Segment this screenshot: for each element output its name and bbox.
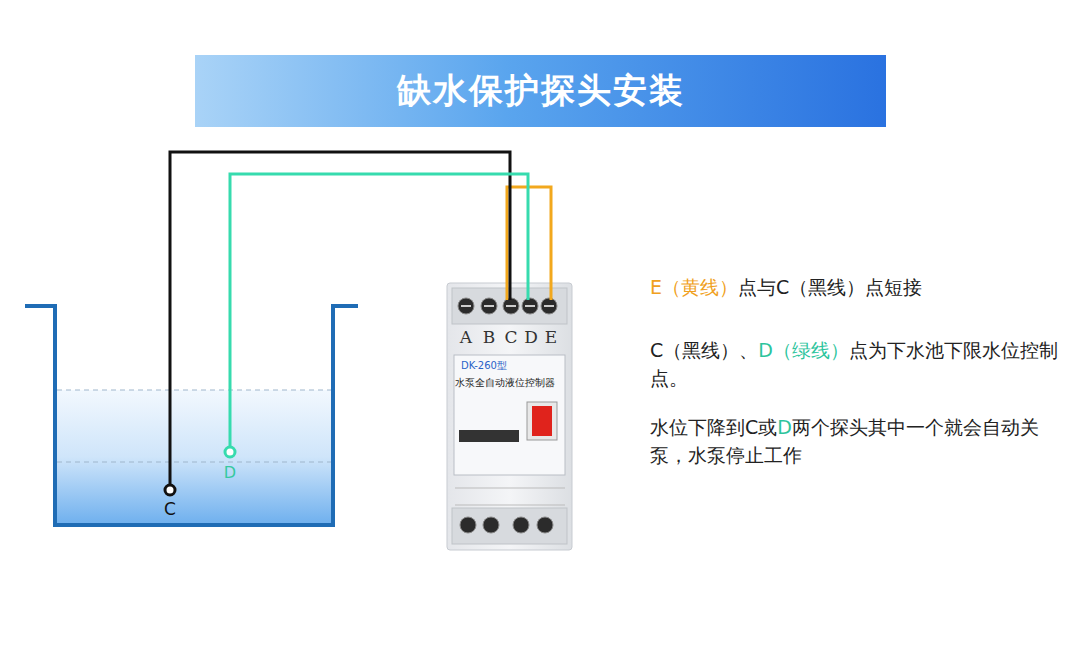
note-text: D — [777, 416, 792, 438]
terminal-letter: C — [504, 327, 517, 347]
terminal-letter: E — [545, 327, 557, 347]
terminal-letter: A — [460, 327, 472, 347]
note-text: 点与C（黑线）点短接 — [738, 276, 922, 298]
note-text: D（绿线） — [758, 339, 849, 361]
note-text: 水位下降到C或 — [650, 416, 777, 438]
note-text: C（黑线）、 — [650, 339, 758, 361]
probe-label: C — [164, 499, 176, 519]
note-paragraph: 水位下降到C或D两个探头其中一个就会自动关泵，水泵停止工作 — [650, 413, 1060, 469]
note-paragraph: C（黑线）、D（绿线）点为下水池下限水位控制点。 — [650, 336, 1060, 392]
title-text: 缺水保护探头安装 — [397, 68, 685, 114]
note-text: E（黄线） — [650, 276, 738, 298]
probe-label: D — [224, 463, 236, 482]
terminal-letter: B — [483, 327, 496, 347]
device-name: 水泵全自动液位控制器 — [455, 376, 555, 390]
title-banner: 缺水保护探头安装 — [195, 55, 886, 127]
model-name: DK-260型 — [461, 359, 507, 373]
terminal-letter: D — [524, 327, 538, 347]
note-paragraph: E（黄线）点与C（黑线）点短接 — [650, 273, 1060, 301]
controller-box: DK-260型水泵全自动液位控制器 — [447, 283, 572, 550]
